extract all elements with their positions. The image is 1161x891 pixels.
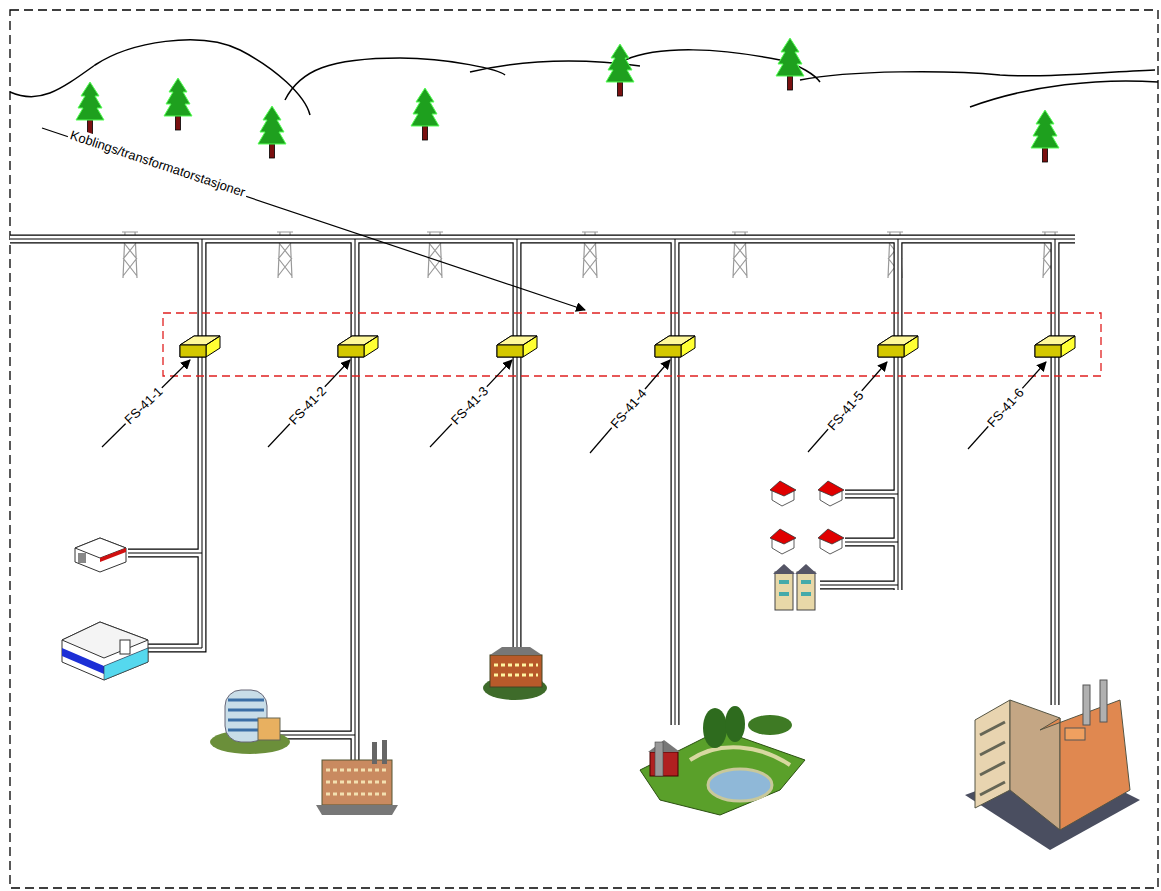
region-label: Koblings/transformatorstasjoner [67,126,250,200]
callout-label: FS-41-1 [119,382,166,428]
callout-label: FS-41-4 [606,384,651,432]
callout-label: FS-41-3 [446,381,492,428]
callout-label: FS-41-6 [982,383,1027,431]
callout-label: FS-41-2 [284,381,330,428]
callout-label: FS-41-5 [823,386,868,434]
